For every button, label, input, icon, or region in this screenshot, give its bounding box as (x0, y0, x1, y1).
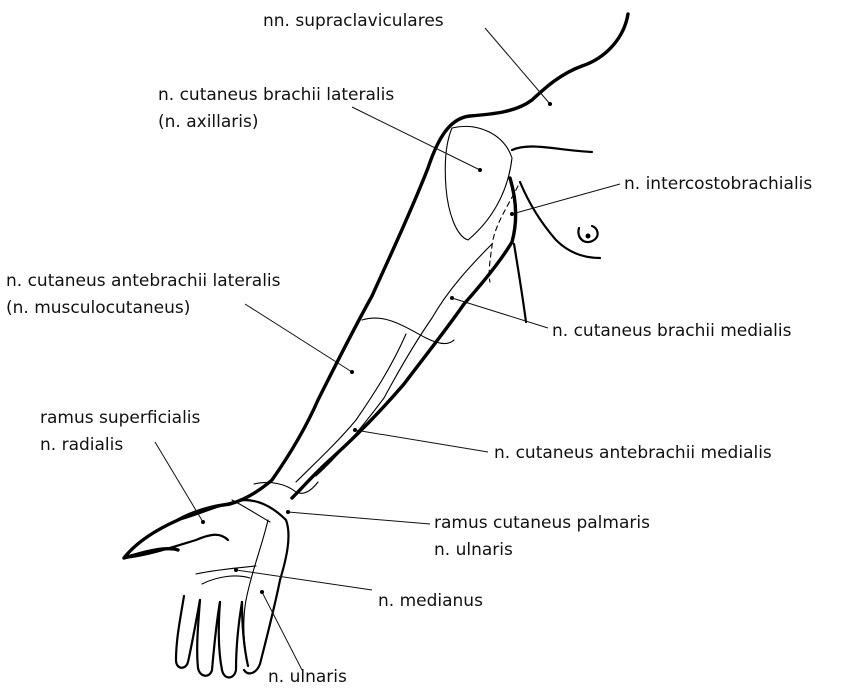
leader-cut-brachii-med (452, 298, 548, 328)
label-cut-antebrachii-lat-line1: n. cutaneus antebrachii lateralis (6, 270, 281, 292)
hand-outline (178, 500, 288, 673)
finger-2 (197, 600, 220, 676)
upper-arm-split (316, 244, 492, 476)
label-cut-brachii-lat-line2: (n. axillaris) (158, 111, 258, 133)
label-medianus: n. medianus (378, 590, 483, 612)
palm-crease (202, 576, 250, 584)
leader-ramus-superficialis (155, 442, 203, 522)
leader-cut-antebrachii-med (355, 430, 488, 452)
label-cut-antebrachii-lat-line2: (n. musculocutaneus) (6, 297, 190, 319)
forearm-split (296, 334, 406, 482)
label-ramus-superficialis-line2: n. radialis (40, 434, 123, 456)
label-ulnaris: n. ulnaris (268, 666, 347, 688)
label-cut-brachii-lat-line1: n. cutaneus brachii lateralis (158, 84, 394, 106)
finger-4 (242, 602, 248, 666)
label-ramus-palmaris-line2: n. ulnaris (434, 539, 513, 561)
leader-cut-antebrachii-lat (245, 304, 352, 372)
leader-cut-brachii-lat (352, 107, 480, 170)
deltoid-region (445, 126, 512, 240)
palm-line (196, 566, 256, 574)
label-supraclaviculares: nn. supraclaviculares (263, 10, 444, 32)
axillary-fold (514, 244, 526, 322)
label-ramus-superficialis-line1: ramus superficialis (40, 407, 200, 429)
elbow-boundary (362, 318, 454, 344)
leader-supraclaviculares (485, 28, 550, 104)
leader-medianus (236, 570, 372, 590)
label-ramus-palmaris-line1: ramus cutaneus palmaris (434, 512, 650, 534)
label-cut-brachii-med: n. cutaneus brachii medialis (552, 320, 791, 342)
finger-3 (219, 602, 242, 678)
leader-ramus-palmaris (288, 512, 430, 524)
label-intercostobrachialis: n. intercostobrachialis (624, 173, 812, 195)
label-cut-antebrachii-med: n. cutaneus antebrachii medialis (494, 442, 772, 464)
collar-line (512, 147, 592, 152)
